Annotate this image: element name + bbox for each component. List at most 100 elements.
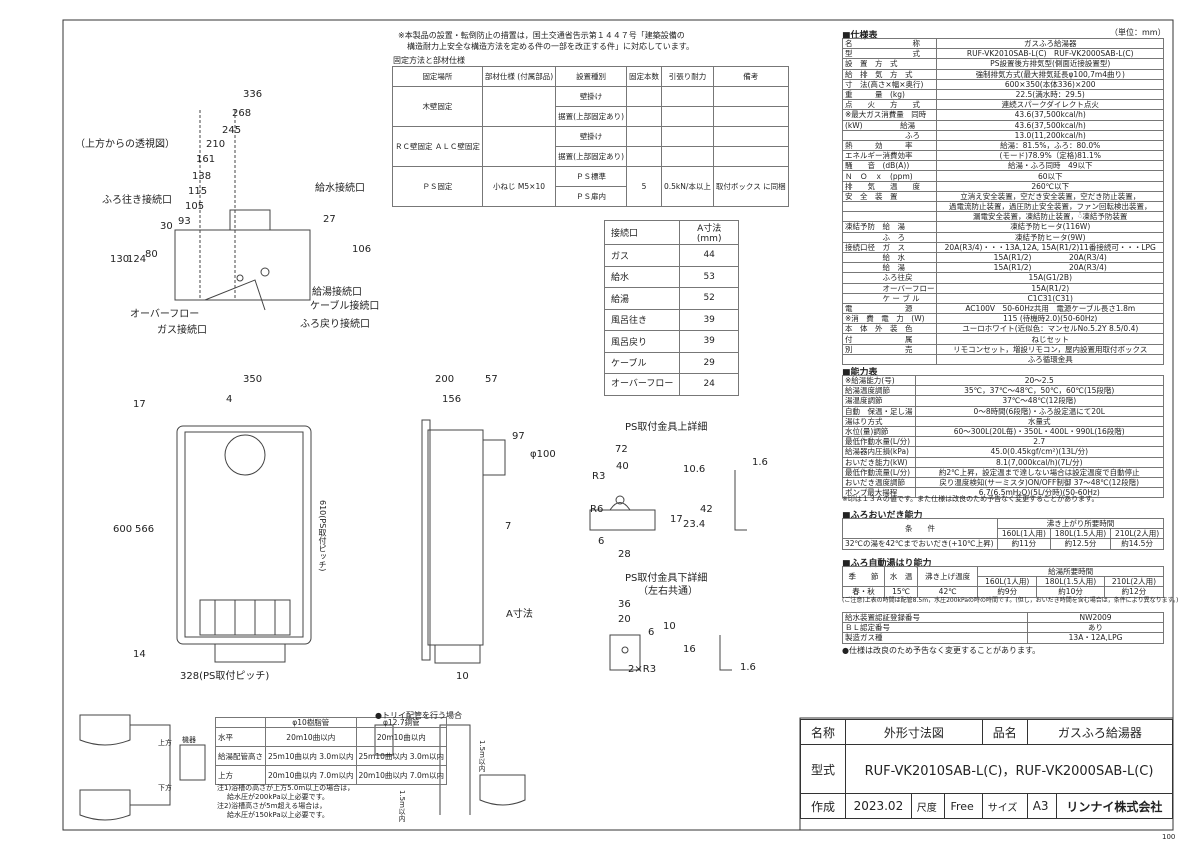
spec-value: 給湯：81.5%，ふろ：80.0% (936, 139, 1164, 152)
vdim: 106 (352, 244, 372, 255)
spec-key: 付 属 (841, 333, 938, 345)
auto-cell: 15℃ (884, 586, 919, 598)
spec-key: (kW) 給湯 (841, 119, 938, 131)
table-row: ふ ろ凍結予防ヒータ(9W) (841, 231, 1164, 243)
table-row: 漏電安全装置，凍結防止装置，់凍結予防装置 (841, 211, 1164, 223)
dim: 4 (226, 394, 233, 405)
label-kyuto: 給湯接続口 (312, 287, 362, 298)
cert-key: ＢＬ認定番号 (841, 622, 1029, 634)
spec-value: 15A(R1/2) 20A(R3/4) (936, 262, 1164, 274)
dim: 23.4 (683, 519, 706, 530)
pipe-cell: 上方 (215, 765, 266, 786)
dim: 210 (206, 139, 226, 150)
spec-value: リモコンセット，増設リモコン，屋内設置用取付ボックス (936, 343, 1164, 355)
spec-key: 本 体 外 装 色 (841, 323, 938, 335)
label-kyusui: 給水接続口 (315, 183, 365, 194)
a-value: 53 (679, 265, 739, 288)
cert-value: あり (1027, 622, 1164, 634)
a-port: 風呂戻り (603, 330, 681, 353)
table-row: 重 量 (kg)22.5(満水時：29.5) (841, 88, 1164, 101)
dim: φ100 (530, 449, 556, 460)
spec-value: 22.5(満水時：29.5) (936, 88, 1164, 101)
dim: 10 (456, 671, 469, 682)
a-port: ガス (603, 244, 681, 267)
fix-type: 壁掛け (555, 86, 627, 107)
pipe-label: 上方 (158, 739, 172, 747)
fix-header: 固定本数 (626, 66, 662, 87)
dim: R3 (592, 471, 606, 482)
dim: 97 (512, 431, 525, 442)
spec-key: ケ ー ブ ル (841, 292, 938, 304)
dim: 17 (133, 399, 146, 410)
spec-value: 115 (待機時2.0)(50-60Hz) (936, 313, 1164, 325)
fix-place: 木壁固定 (392, 86, 483, 127)
oidaki-cell: 32℃の湯を42℃までおいだき(+10℃上昇) (842, 538, 998, 550)
a-header: A寸法(mm) (679, 220, 739, 245)
spec-key: 最低作動水量(L/分) (842, 436, 916, 448)
auto-header: 沸き上げ温度 (917, 565, 979, 588)
spec-key: 名 称 (841, 37, 938, 50)
table-row: 凍結予防 給 湯凍結予防ヒータ(116W) (841, 221, 1164, 233)
table-row: 湯はり方式水量式 (842, 415, 1164, 427)
capacity-title: ■能力表 (842, 368, 878, 378)
a-port: 給水 (603, 265, 681, 288)
dim: 115 (188, 186, 208, 197)
dim: 245 (222, 125, 242, 136)
oidaki-sub: 180L(1.5人用) (1049, 528, 1112, 540)
table-row: 熱 効 率給湯：81.5%，ふろ：80.0% (841, 139, 1164, 152)
auto-note: (ご注意)上表の時間は配管8.5m，水圧200kPaの時の時間です。(但し，おい… (842, 597, 1179, 604)
pipe-cell: 25m10曲以内 3.0m以内 (265, 746, 357, 767)
pipe-header (215, 716, 266, 729)
dim: 10 (663, 621, 676, 632)
spec-value: 600×350(本体336)×200 (936, 78, 1164, 90)
fix-header: 設置種別 (555, 66, 627, 87)
a-port: ケーブル (603, 351, 681, 374)
dim: 1.6 (752, 457, 768, 468)
spec-key: 点 火 方 式 (841, 99, 938, 111)
title-block: 名称 外形寸法図 品名 ガスふろ給湯器 型式 RUF-VK2010SAB-L(C… (800, 719, 1174, 819)
dim: A寸法 (506, 609, 533, 620)
ps-upper-bracket (589, 470, 747, 531)
spec-key: 排 気 温 度 (841, 180, 938, 192)
dim: 328(PS取付ピッチ) (180, 671, 270, 682)
spec-key: 給湯温度調節 (842, 385, 916, 397)
spec-key: 湯温度調節 (842, 395, 916, 407)
pipe-cell: 20m10曲以内 7.0m以内 (265, 765, 357, 786)
dim: 93 (178, 216, 191, 227)
dim: 40 (616, 461, 629, 472)
spec-key: 最低作動流量(L/分) (842, 466, 916, 478)
spec-value: 6.7(6.5mH₂O)(5L/分時)(50-60Hz) (914, 487, 1164, 499)
oidaki-cell: 約11分 (997, 538, 1051, 550)
cert-value: NW2009 (1027, 611, 1164, 624)
dim: 16 (683, 644, 696, 655)
dim: 350 (243, 374, 263, 385)
dim: 2×R3 (628, 664, 657, 675)
dim: 268 (232, 108, 252, 119)
spec-key: 熱 効 率 (841, 139, 938, 152)
spec-key: ふろ (841, 129, 938, 141)
spec-unit: （単位：mm） (1110, 28, 1166, 37)
auto-title: ■ふろ自動湯はり能力 (842, 559, 932, 569)
spec-key: おいだき温度調節 (842, 476, 916, 489)
auto-sub: 160L(1人用) (977, 576, 1038, 588)
front-view-outline (176, 425, 312, 663)
spec-value: 立消え安全装置，空だき安全装置，空だき防止装置， (936, 190, 1164, 203)
pipe-cell: 20m10曲以内 7.0m以内 (355, 765, 448, 786)
table-row: 寸 法(高さ×幅×奥行)600×350(本体336)×200 (841, 78, 1164, 90)
dim: 200 (435, 374, 455, 385)
spec-key: ふ ろ (841, 231, 938, 243)
spec-key: 給 排 気 方 式 (841, 68, 938, 80)
dim: 161 (196, 154, 216, 165)
scale-label: 尺度 (910, 793, 946, 819)
fix-part: 小ねじ M5×10 (481, 166, 557, 207)
spec-key: エネルギー消費効率 (841, 150, 938, 162)
